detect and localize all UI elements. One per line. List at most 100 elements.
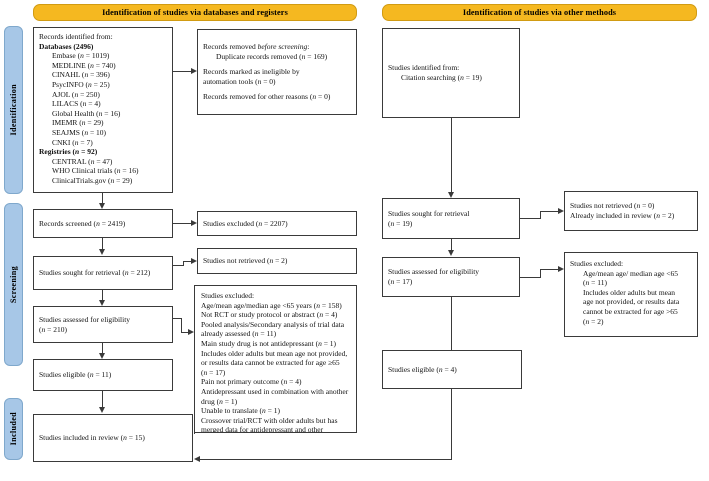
records-screened-label: Records screened (n = 2419) (39, 218, 126, 228)
stage-label-included: Included (9, 412, 18, 446)
exclusion-reason: Antidepressant used in combination with … (201, 386, 349, 396)
box-records-identified: Records identified from: Databases (2496… (33, 27, 173, 193)
records-removed-line1: Records removed before screening: (203, 42, 351, 52)
arrow-assessed-other-to-excluded (558, 266, 564, 272)
registry-item: ClinicalTrials.gov (n = 29) (52, 175, 133, 185)
database-item: IMEMR (n = 29) (52, 118, 104, 128)
studies-excluded-screened-label: Studies excluded (n = 2207) (203, 218, 288, 228)
studies-excluded-other-title: Studies excluded: (570, 259, 624, 268)
box-studies-excluded-db: Studies excluded: Age/mean age/median ag… (194, 285, 357, 433)
assessed-eligibility-other-line2: (n = 17) (388, 277, 413, 286)
registry-item: WHO Clinical trials (n = 16) (52, 166, 139, 176)
exclusion-reason: drug (n = 1) (201, 396, 238, 406)
database-item: PsycINFO (n = 25) (52, 79, 110, 89)
records-identified-intro: Records identified from: (39, 32, 113, 41)
studies-included-label: Studies included in review (n = 15) (39, 433, 145, 443)
exclusion-reason-other: age not provided, or results data (583, 297, 680, 307)
box-studies-included: Studies included in review (n = 15) (33, 414, 193, 462)
database-item: MEDLINE (n = 740) (52, 60, 116, 70)
connector-assessed-to-excluded-v (181, 318, 182, 332)
box-records-removed: Records removed before screening: Duplic… (197, 29, 357, 115)
sought-retrieval-other-line1: Studies sought for retrieval (388, 208, 470, 218)
exclusion-reason-other: Age/mean age/ median age <65 (583, 268, 679, 278)
stage-sidebar-identification: Identification (4, 26, 23, 194)
arrow-screened-to-excluded (191, 220, 197, 226)
exclusion-reason: Not RCT or study protocol or abstract (n… (201, 310, 338, 320)
stage-label-screening: Screening (9, 265, 18, 304)
sought-retrieval-db-label: Studies sought for retrieval (n = 212) (39, 268, 151, 278)
exclusion-reason-other: (n = 11) (583, 278, 607, 288)
connector-sought-other-to-notretrieved-v (540, 211, 541, 219)
connector-sought-other-to-notretrieved-h2 (540, 211, 558, 212)
header-other-methods-label: Identification of studies via other meth… (462, 7, 617, 17)
connector-sought-other-down (451, 239, 452, 253)
connector-identified-to-removed (173, 71, 191, 72)
exclusion-reason: Includes older adults but mean age not p… (201, 348, 348, 358)
stage-sidebar-included: Included (4, 398, 23, 460)
exclusion-reason-other: (n = 2) (583, 316, 604, 326)
assessed-eligibility-other-line1: Studies assessed for eligibility (388, 267, 480, 277)
box-studies-eligible-other: Studies eligible (n = 4) (382, 350, 522, 389)
connector-sought-to-notretrieved-h1 (173, 265, 183, 266)
box-studies-identified-other: Studies identified from: Citation search… (382, 28, 520, 118)
records-identified-databases-label: Databases (2496) (39, 41, 94, 51)
connector-sought-to-notretrieved-h2 (183, 261, 191, 262)
box-not-retrieved-db: Studies not retrieved (n = 2) (197, 248, 357, 274)
box-assessed-eligibility-db: Studies assessed for eligibility (n = 21… (33, 306, 173, 343)
exclusion-reason: Age/mean age/median age <65 years (n = 1… (201, 300, 342, 310)
connector-identified-down (102, 193, 103, 206)
not-retrieved-other-line1: Studies not retrieved (n = 0) (570, 201, 655, 211)
records-removed-line2: Duplicate records removed (n = 169) (216, 51, 328, 61)
stage-sidebar-screening: Screening (4, 203, 23, 366)
database-item: Global Health (n = 16) (52, 108, 121, 118)
assessed-eligibility-db-line1: Studies assessed for eligibility (39, 314, 131, 324)
studies-eligible-db-label: Studies eligible (n = 11) (39, 370, 112, 380)
connector-sought-other-to-notretrieved-h1 (520, 218, 540, 219)
not-retrieved-db-label: Studies not retrieved (n = 2) (203, 256, 288, 266)
records-removed-line1-italic: before screening (257, 42, 308, 52)
header-databases-label: Identification of studies via databases … (102, 7, 288, 17)
connector-sought-down (102, 290, 103, 303)
records-removed-line1-tail: : (307, 42, 310, 52)
arrow-identified-other-down (448, 192, 454, 198)
arrow-sought-other-down (448, 250, 454, 256)
box-studies-excluded-screened: Studies excluded (n = 2207) (197, 211, 357, 236)
arrow-assessed-to-excluded (188, 329, 194, 335)
records-removed-line4: Records removed for other reasons (n = 0… (203, 92, 331, 102)
connector-excluded-db-side (194, 433, 195, 434)
connector-assessed-other-to-excluded-h1 (520, 277, 540, 278)
records-removed-line3a: Records marked as ineligible by (203, 67, 300, 77)
not-retrieved-other-line2: Already included in review (n = 2) (570, 211, 675, 220)
connector-screened-to-excluded (173, 223, 191, 224)
studies-identified-other-line1: Studies identified from: (388, 63, 460, 73)
assessed-eligibility-db-line2: (n = 210) (39, 324, 67, 334)
arrow-sought-down (99, 300, 105, 306)
connector-sought-to-notretrieved-v (183, 261, 184, 266)
sought-retrieval-other-line2: (n = 19) (388, 218, 413, 228)
connector-assessed-other-to-excluded-v (540, 269, 541, 278)
records-identified-registries-label: Registries (n = 92) (39, 147, 98, 157)
arrow-identified-down (99, 203, 105, 209)
connector-screened-down (102, 238, 103, 252)
database-item: LILACS (n = 4) (52, 99, 101, 109)
exclusion-reason-other: cannot be extracted for age >65 (583, 306, 678, 316)
arrow-identified-to-removed (191, 68, 197, 74)
exclusion-reason: Pain not primary outcome (n = 4) (201, 377, 302, 387)
exclusion-reason: Crossover trial/RCT with older adults bu… (201, 415, 338, 425)
arrow-eligible-other-to-included (194, 456, 200, 462)
studies-identified-other-line2: Citation searching (n = 19) (401, 73, 482, 82)
exclusion-reason: already assessed (n = 11) (201, 329, 277, 339)
exclusion-reason-other: Includes older adults but mean (583, 287, 676, 297)
registry-item: CENTRAL (n = 47) (52, 156, 113, 166)
arrow-screened-down (99, 249, 105, 255)
connector-eligible-other-to-included (200, 459, 452, 460)
connector-eligible-down (102, 391, 103, 409)
database-item: CINAHL (n = 396) (52, 70, 110, 80)
database-item: CNKI (n = 7) (52, 137, 93, 147)
database-item: SEAJMS (n = 10) (52, 127, 107, 137)
connector-eligible-other-down (451, 389, 452, 459)
exclusion-reason: or results data cannot be extracted for … (201, 358, 340, 368)
header-databases-registers: Identification of studies via databases … (33, 4, 357, 21)
exclusion-reason: Unable to translate (n = 1) (201, 406, 281, 416)
